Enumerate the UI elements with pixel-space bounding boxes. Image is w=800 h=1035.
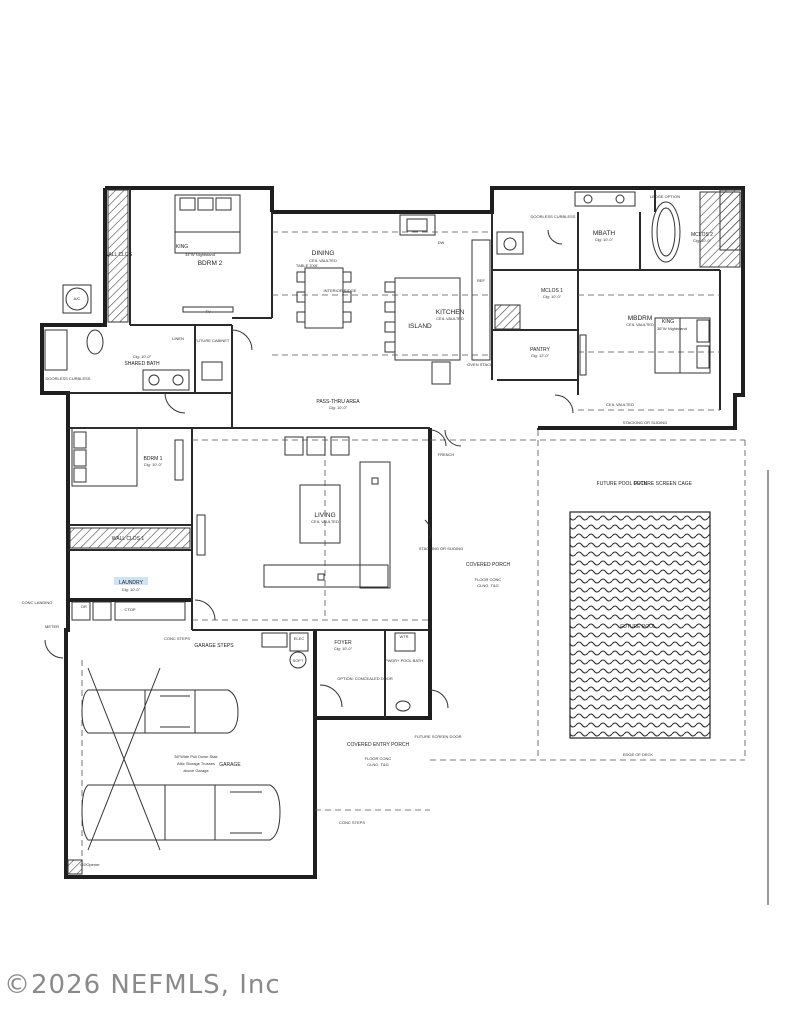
room-garage-note3: above Garage <box>183 768 209 773</box>
room-pantry-label: PANTRY <box>530 347 550 353</box>
room-dining-label: DINING <box>312 250 335 257</box>
room-coveredporch-note2: CLNG. T&G <box>477 583 499 588</box>
doors <box>44 229 574 709</box>
room-foyer-ceil: Clg: 10'-0" <box>334 646 353 651</box>
room-mbath-label: MBATH <box>593 230 616 237</box>
room-powderbath-label: PWDR+ POOL BATH <box>385 658 423 663</box>
room-entryporch-note2: CLNG. T&G <box>367 762 389 767</box>
room-mclos2-label: MCLOS 2 <box>691 232 713 238</box>
elec-label: ELEC <box>294 636 305 641</box>
room-mbdrm-ceil: CEIL VAULTED <box>626 322 654 327</box>
room-coveredporch-note: FLOOR CONC <box>475 577 502 582</box>
room-passthru-label: PASS-THRU AREA <box>316 399 360 405</box>
room-mclos2-ceil: Clg: 10'-0" <box>693 238 712 243</box>
room-garage-label: GARAGE <box>219 762 241 768</box>
closet-hatching <box>67 189 743 875</box>
wtr-label: WTR <box>399 634 408 639</box>
room-futurepool-label: FUTURE POOL <box>620 624 656 630</box>
soft-label: SOFT <box>293 658 304 663</box>
room-coveredporch-label: COVERED PORCH <box>466 562 511 568</box>
room-bdrm2-label: BDRM 2 <box>198 260 223 267</box>
car-icon <box>81 689 239 734</box>
oven-stack-label: OVEN STACK <box>467 362 493 367</box>
meter-label: METER <box>45 624 59 629</box>
room-pooldeck-label: FUTURE POOL DECK <box>597 481 648 487</box>
linen-label: LINEN <box>172 336 184 341</box>
ac-label: A/C <box>74 296 81 301</box>
option-concealed-door-label: OPTION: CONCEALED DOOR <box>337 676 393 681</box>
room-garage-note: 38"Wide Pull Down Stair <box>174 754 218 759</box>
room-entryporch-note: FLOOR CONC <box>365 756 392 761</box>
interior-walls <box>68 188 721 718</box>
room-bdrm1-label: BDRM 1 <box>144 456 163 462</box>
conc-steps-label: CONC STEPS <box>164 636 190 641</box>
room-mclos1-label: MCLOS 1 <box>541 288 563 294</box>
room-laundry-label: LAUNDRY <box>119 580 143 586</box>
room-screencage-label: FUTURE SCREEN CAGE <box>634 481 693 487</box>
room-garage-note2: Attic Storage Trusses <box>177 761 215 766</box>
future-cabinet-label: FUTURE CABINET <box>195 338 230 343</box>
room-pantry-ceil: Clg: 12'-0" <box>531 353 550 358</box>
room-sharedbath-ceil: Clg: 10'-0" <box>133 354 152 359</box>
room-wallclos1-label: WALL CLOS 1 <box>112 536 145 542</box>
ledge-option-label: LEDGE OPTION <box>650 194 680 199</box>
stacking-sliding-label: STACKING OR SLIDING <box>419 546 463 551</box>
ctop-label: CTOP <box>124 607 135 612</box>
room-bdrm2-note: KING <box>176 244 188 250</box>
opener-label: GDOpener <box>80 862 100 867</box>
doorless-curbless-label-2: DOORLESS CURBLESS <box>46 376 91 381</box>
room-kitchen-label: KITCHEN <box>436 309 465 316</box>
room-mbdrm-note: KING <box>662 319 674 325</box>
fixtures <box>44 191 711 851</box>
edge-of-deck-label: EDGE OF DECK <box>623 752 654 757</box>
room-sharedbath-label: SHARED BATH <box>124 361 160 367</box>
room-laundry-ceil: Clg: 10'-0" <box>122 587 141 592</box>
ceiling-lines <box>81 231 746 860</box>
conc-landing-label: CONC LANDING <box>22 600 53 605</box>
room-labels: BDRM 2 KING 34"W Nightstand DINING CEIL … <box>104 230 713 773</box>
room-living-label: LIVING <box>314 512 335 519</box>
room-mbath-ceil: Clg: 10'-0" <box>595 237 614 242</box>
tv-label: TV <box>205 309 210 314</box>
room-bdrm2-sub: 34"W Nightstand <box>185 252 215 257</box>
conc-steps-entry-label: CONC STEPS <box>339 820 365 825</box>
room-passthru-ceil: Clg: 10'-0" <box>329 405 348 410</box>
stacking-sliding-label-2: STACKING OR SLIDING <box>623 420 667 425</box>
dw-label: DW <box>438 240 445 245</box>
room-foyer-label: FOYER <box>334 640 352 646</box>
french-label: FRENCH <box>438 452 455 457</box>
room-wallclos-label: WALL CLOS <box>104 252 133 258</box>
room-mbdrm-sub: 36"W Nightstand <box>657 326 687 331</box>
exterior-walls <box>40 186 745 879</box>
future-pool <box>569 470 769 905</box>
room-kitchen-island: ISLAND <box>408 323 432 330</box>
room-mbdrm-label: MBDRM <box>628 315 653 322</box>
room-bdrm1-ceil: Clg: 10'-0" <box>144 462 163 467</box>
dr-label: DR <box>81 604 87 609</box>
misc-labels: LINEN FUTURE CABINET GARAGE STEPS CONC S… <box>22 194 680 867</box>
room-kitchen-ceil: CEIL VAULTED <box>436 316 464 321</box>
room-dining-ceil: CEIL VAULTED <box>309 258 337 263</box>
ceil-vaulted-label: CEIL VAULTED <box>606 402 634 407</box>
doorless-curbless-label: DOORLESS CURBLESS <box>531 214 576 219</box>
truck-icon <box>81 784 281 841</box>
room-mclos1-ceil: Clg: 10'-0" <box>543 294 562 299</box>
garage-steps-label: GARAGE STEPS <box>194 643 234 649</box>
room-dining-table: TABLE 3'X6' <box>296 263 318 268</box>
room-living-ceil: CEIL VAULTED <box>311 519 339 524</box>
copyright-watermark: ©2026 NEFMLS, Inc <box>4 970 281 1000</box>
ref-label: REF <box>477 278 486 283</box>
interior-ridge-label: INTERIOR RIDGE <box>324 288 357 293</box>
future-screen-door-label: FUTURE SCREEN DOOR <box>414 734 461 739</box>
room-entryporch-label: COVERED ENTRY PORCH <box>347 742 410 748</box>
